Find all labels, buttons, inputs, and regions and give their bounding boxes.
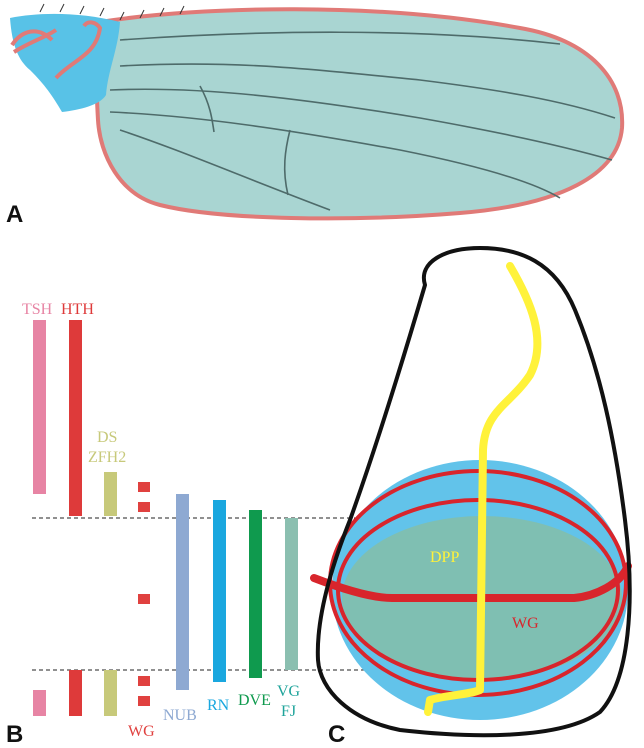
wg-square-1 xyxy=(138,482,150,492)
vg-fj-bar xyxy=(285,518,298,670)
wg-square-5 xyxy=(138,696,150,706)
rn-bar xyxy=(213,500,226,682)
hth-bar-distal xyxy=(69,670,82,716)
wing-blade xyxy=(96,9,622,218)
wg-square-2 xyxy=(138,502,150,512)
label-hth: HTH xyxy=(61,301,94,318)
label-dve: DVE xyxy=(238,692,271,709)
ds-zfh2-bar-proximal xyxy=(104,472,117,516)
label-fj: FJ xyxy=(281,703,296,720)
label-nub: NUB xyxy=(163,707,197,724)
label-wg-b: WG xyxy=(128,723,155,740)
wing-hinge xyxy=(10,14,120,112)
label-zfh2: ZFH2 xyxy=(88,449,126,466)
label-rn: RN xyxy=(207,697,230,714)
label-ds: DS xyxy=(97,429,117,446)
panel-label-c: C xyxy=(328,721,345,748)
ds-zfh2-bar-distal xyxy=(104,670,117,716)
label-dpp: DPP xyxy=(430,549,459,566)
dve-bar xyxy=(249,510,262,678)
wg-square-4 xyxy=(138,676,150,686)
label-wg-c: WG xyxy=(512,615,539,632)
tsh-bar-proximal xyxy=(33,320,46,494)
hth-bar-proximal xyxy=(69,320,82,516)
wing-disc xyxy=(314,248,630,735)
panel-label-a: A xyxy=(6,201,23,228)
wg-square-3 xyxy=(138,594,150,604)
label-tsh: TSH xyxy=(22,301,53,318)
nub-bar xyxy=(176,494,189,690)
tsh-bar-distal xyxy=(33,690,46,716)
wing-illustration xyxy=(10,4,622,218)
label-vg: VG xyxy=(277,683,301,700)
panel-label-b: B xyxy=(6,721,23,748)
